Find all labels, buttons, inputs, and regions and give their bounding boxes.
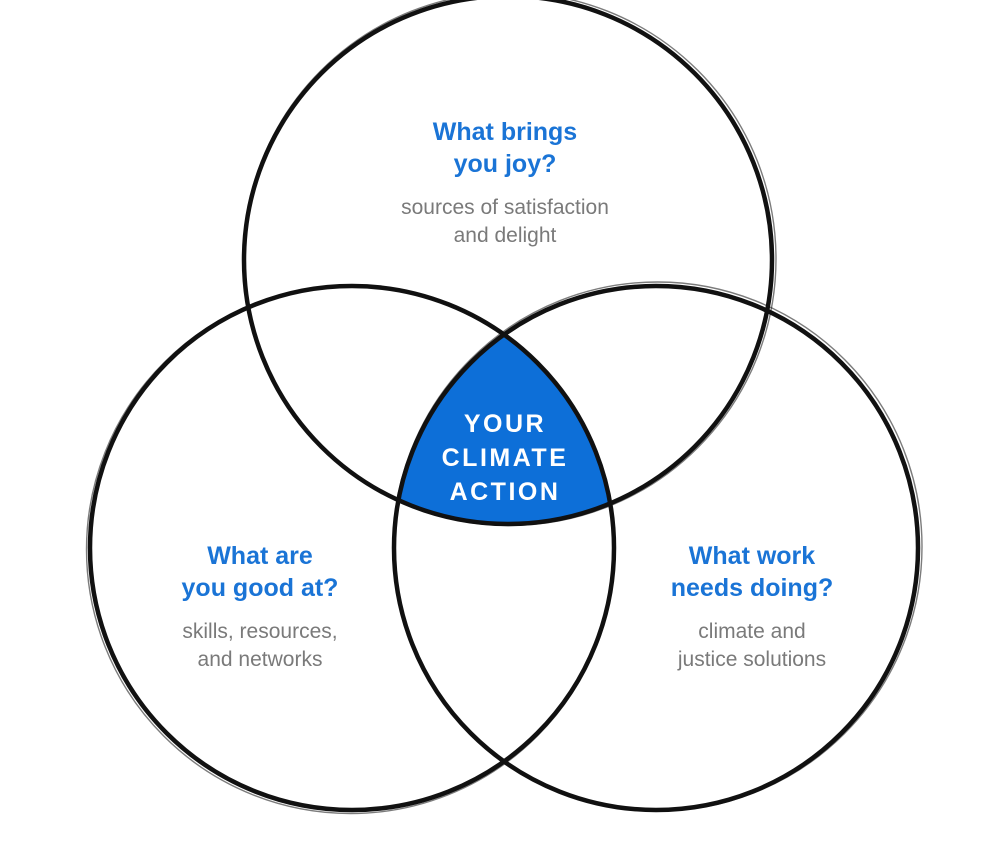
circle-top	[241, 0, 777, 527]
center-label: YOUR CLIMATE ACTION	[400, 407, 610, 509]
left-description-line1: skills, resources,	[182, 620, 338, 643]
top-description-line1: sources of satisfaction	[401, 196, 609, 219]
left-description: skills, resources, and networks	[100, 618, 420, 674]
left-question-line1: What are	[207, 542, 313, 570]
right-description-line2: justice solutions	[677, 648, 827, 671]
left-description-line2: and networks	[197, 648, 323, 671]
right-question-line1: What work	[688, 542, 816, 570]
top-question: What brings you joy?	[345, 116, 665, 180]
top-description-line2: and delight	[453, 224, 557, 247]
right-question-line2: needs doing?	[670, 574, 834, 602]
right-description-line1: climate and	[698, 620, 806, 643]
center-line3: ACTION	[449, 478, 561, 506]
right-circle-label: What work needs doing? climate and justi…	[592, 540, 912, 674]
right-question: What work needs doing?	[592, 540, 912, 604]
center-line2: CLIMATE	[441, 444, 569, 472]
center-line1: YOUR	[463, 410, 547, 438]
top-description: sources of satisfaction and delight	[345, 194, 665, 250]
right-description: climate and justice solutions	[592, 618, 912, 674]
circle-right	[391, 281, 923, 813]
left-question: What are you good at?	[100, 540, 420, 604]
top-circle-label: What brings you joy? sources of satisfac…	[345, 116, 665, 250]
left-question-line2: you good at?	[181, 574, 339, 602]
top-question-line1: What brings	[432, 118, 578, 146]
top-question-line2: you joy?	[453, 150, 557, 178]
circle-left	[85, 283, 617, 815]
left-circle-label: What are you good at? skills, resources,…	[100, 540, 420, 674]
intersection-highlight	[394, 286, 614, 524]
